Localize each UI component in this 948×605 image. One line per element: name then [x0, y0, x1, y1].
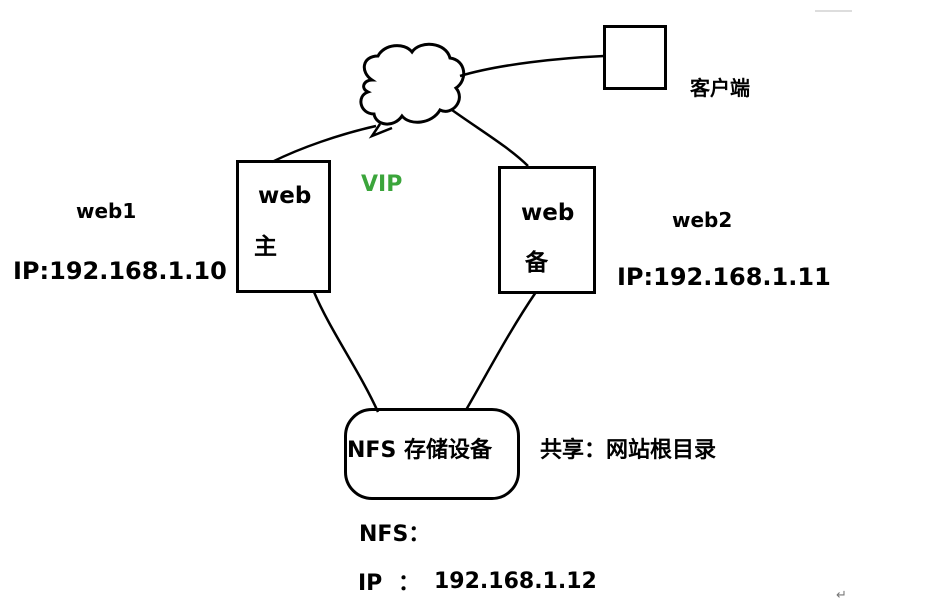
- web-backup-line1: web: [521, 200, 575, 226]
- cloud-web-master-link: [271, 124, 377, 164]
- share-label: 共享：网站根目录: [540, 438, 717, 463]
- client-box-icon: [603, 25, 667, 90]
- nfs-device-label: NFS 存储设备: [347, 438, 492, 463]
- web-backup-nfs-link: [464, 291, 538, 411]
- web2-ip: IP:192.168.1.11: [617, 263, 831, 291]
- web1-ip: IP:192.168.1.10: [13, 257, 227, 285]
- vip-label: VIP: [361, 172, 403, 197]
- client-label: 客户端: [690, 76, 750, 100]
- web-backup-box: [498, 166, 596, 294]
- web1-name: web1: [76, 199, 137, 223]
- nfs-info-ip-value: 192.168.1.12: [434, 569, 597, 594]
- cloud-tail: [368, 123, 393, 139]
- cloud-web-backup-link: [451, 108, 529, 167]
- nfs-device-box: [344, 408, 520, 500]
- return-mark-icon: ↵: [836, 588, 847, 603]
- nfs-info-name: NFS：: [359, 522, 431, 547]
- web-backup-line2: 备: [525, 250, 548, 276]
- web-master-line2: 主: [254, 234, 277, 260]
- web-master-box: [236, 160, 331, 293]
- nfs-info-ip-label: IP: [358, 571, 383, 596]
- web2-name: web2: [672, 208, 733, 232]
- web-master-line1: web: [258, 183, 312, 209]
- cloud-icon: [359, 42, 466, 126]
- cloud-client-link: [459, 54, 605, 78]
- web-master-nfs-link: [312, 291, 380, 413]
- nfs-info-ip-sep: ：: [398, 571, 421, 596]
